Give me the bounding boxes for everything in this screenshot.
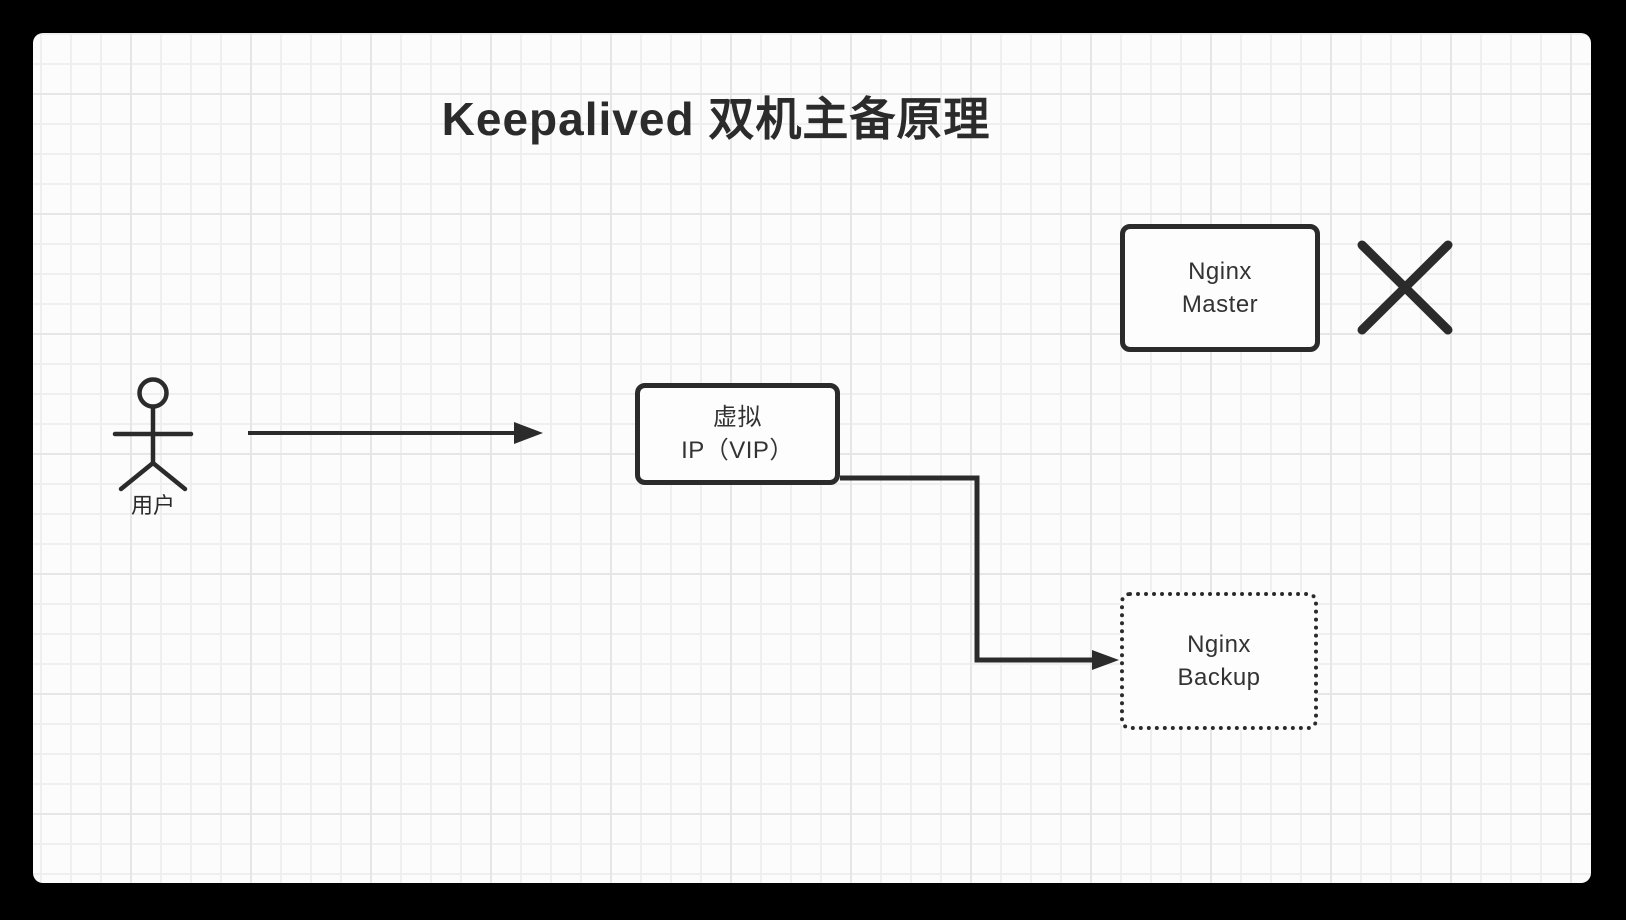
node-label-line: Nginx bbox=[1188, 258, 1252, 285]
user-label: 用户 bbox=[130, 493, 176, 518]
diagram-canvas: Keepalived 双机主备原理 bbox=[33, 33, 1591, 883]
user-stick-figure-icon bbox=[112, 377, 194, 492]
nginx-backup-node: Nginx Backup bbox=[1120, 592, 1318, 730]
node-label-line: Backup bbox=[1177, 664, 1261, 691]
node-label-line: Nginx bbox=[1187, 631, 1251, 658]
node-label-line: IP（VIP） bbox=[681, 437, 794, 464]
virtual-ip-node: 虚拟 IP（VIP） bbox=[635, 383, 840, 485]
node-label-line: Master bbox=[1181, 291, 1259, 318]
arrowhead-icon bbox=[1092, 650, 1119, 670]
node-label-line: 虚拟 bbox=[713, 404, 762, 431]
vip-to-backup-connector-arrow-icon bbox=[840, 475, 1119, 670]
failure-x-cross-icon bbox=[1357, 240, 1453, 335]
nginx-master-node: Nginx Master bbox=[1120, 224, 1320, 352]
user-to-vip-arrow-icon bbox=[248, 422, 543, 444]
diagram-overlay bbox=[112, 240, 1453, 670]
arrowhead-icon bbox=[514, 422, 543, 444]
diagram-title: Keepalived 双机主备原理 bbox=[441, 93, 991, 145]
